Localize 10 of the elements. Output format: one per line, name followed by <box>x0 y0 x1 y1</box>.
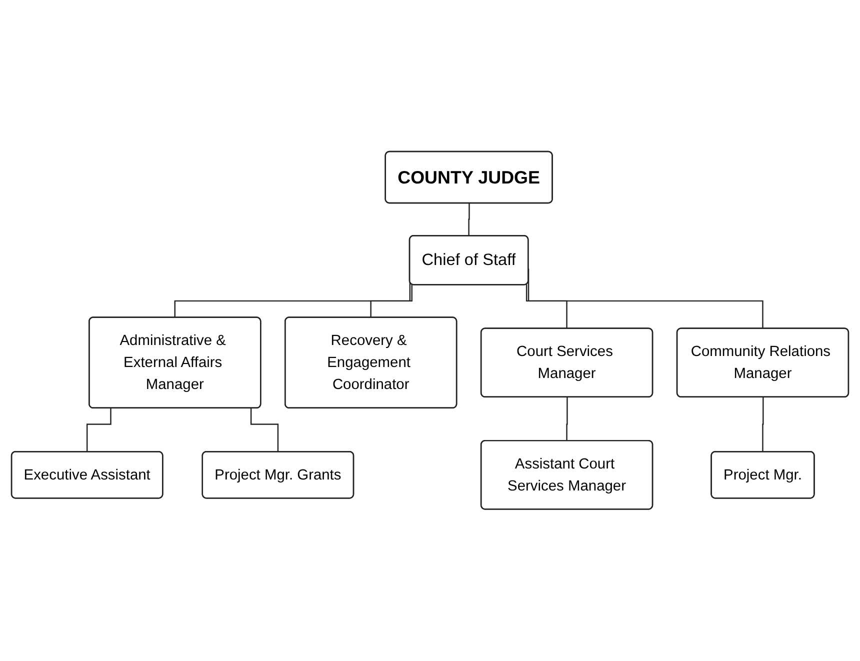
role-box: Project Mgr. <box>710 451 815 499</box>
role-box: COUNTY JUDGE <box>384 151 553 204</box>
role-box: Assistant Court Services Manager <box>480 440 654 510</box>
role-box: Executive Assistant <box>10 451 164 499</box>
role-box: Court Services Manager <box>480 328 654 398</box>
role-box: Community Relations Manager <box>676 328 850 398</box>
role-box: Chief of Staff <box>408 235 529 286</box>
role-box: Recovery & Engagement Coordinator <box>284 316 458 409</box>
role-box: Project Mgr. Grants <box>202 451 354 499</box>
role-box: Administrative & External Affairs Manager <box>88 316 262 409</box>
